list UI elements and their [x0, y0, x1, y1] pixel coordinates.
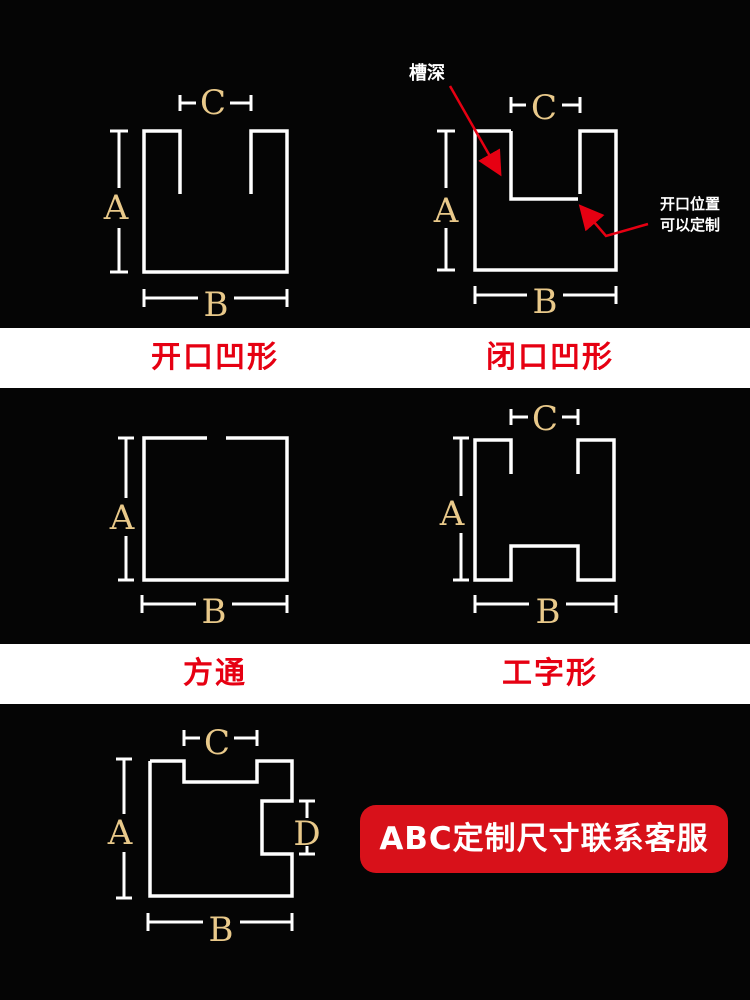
closed-u-dimension-b: [473, 286, 618, 304]
opening-position-arrow: [578, 204, 649, 238]
label-band-2: 方通 工字形: [0, 644, 750, 704]
square-tube-label-a: A: [109, 498, 135, 538]
custom-profile: [148, 759, 294, 898]
i-shape-dimension-b: [473, 595, 618, 613]
open-u-profile: [142, 129, 289, 274]
custom-dimension-c: [182, 730, 259, 746]
custom-shape-diagram: A B C D: [107, 723, 321, 950]
closed-u-label-a: A: [433, 191, 459, 231]
u-shapes-diagram: A B C A: [103, 62, 720, 325]
open-u-label-a: A: [103, 188, 129, 228]
square-tube-dimension-a: [118, 436, 134, 582]
open-u-dimension-b: [142, 289, 289, 307]
i-shape-profile: [473, 438, 616, 582]
closed-u-profile: [473, 129, 618, 272]
open-u-label-b: B: [204, 285, 229, 325]
i-shape-dimension-c: [509, 409, 580, 425]
tube-shapes-diagram: A B A B C: [109, 399, 618, 632]
square-tube-profile: [142, 436, 289, 582]
custom-label-a: A: [107, 813, 133, 853]
closed-u-label-c: C: [531, 88, 557, 128]
closed-u-dimension-c: [509, 97, 582, 113]
square-tube-dimension-b: [140, 595, 289, 613]
closed-u-label: 闭口凹形: [486, 340, 614, 375]
i-shape-label-c: C: [532, 399, 558, 439]
panel-tube-shapes: A B A B C: [0, 388, 750, 644]
groove-depth-arrow: [448, 85, 502, 177]
square-tube-label: 方通: [183, 656, 247, 691]
custom-label-d: D: [293, 814, 320, 854]
custom-label-b: B: [209, 910, 234, 950]
open-u-label-c: C: [200, 83, 226, 123]
custom-dimension-b: [146, 913, 294, 931]
open-u-label: 开口凹形: [151, 340, 279, 375]
opening-note-line1: 开口位置: [660, 195, 720, 213]
custom-label-c: C: [204, 723, 230, 763]
closed-u-label-b: B: [533, 282, 558, 322]
i-shape-label-a: A: [439, 494, 465, 534]
contact-service-button[interactable]: ABC定制尺寸联系客服: [360, 805, 728, 873]
closed-u-dimension-a: [437, 129, 455, 272]
open-u-dimension-c: [178, 95, 253, 111]
label-band-1: 开口凹形 闭口凹形: [0, 328, 750, 388]
panel-u-shapes: A B C A: [0, 0, 750, 328]
custom-dimension-a: [116, 757, 132, 900]
groove-depth-note: 槽深: [409, 62, 445, 84]
square-tube-label-b: B: [202, 592, 227, 632]
i-shape-dimension-a: [453, 436, 469, 582]
open-u-dimension-a: [110, 129, 128, 274]
i-shape-label-b: B: [536, 592, 561, 632]
custom-dimension-d: [299, 799, 315, 856]
i-shape-label: 工字形: [502, 656, 598, 691]
opening-note-line2: 可以定制: [660, 216, 720, 234]
